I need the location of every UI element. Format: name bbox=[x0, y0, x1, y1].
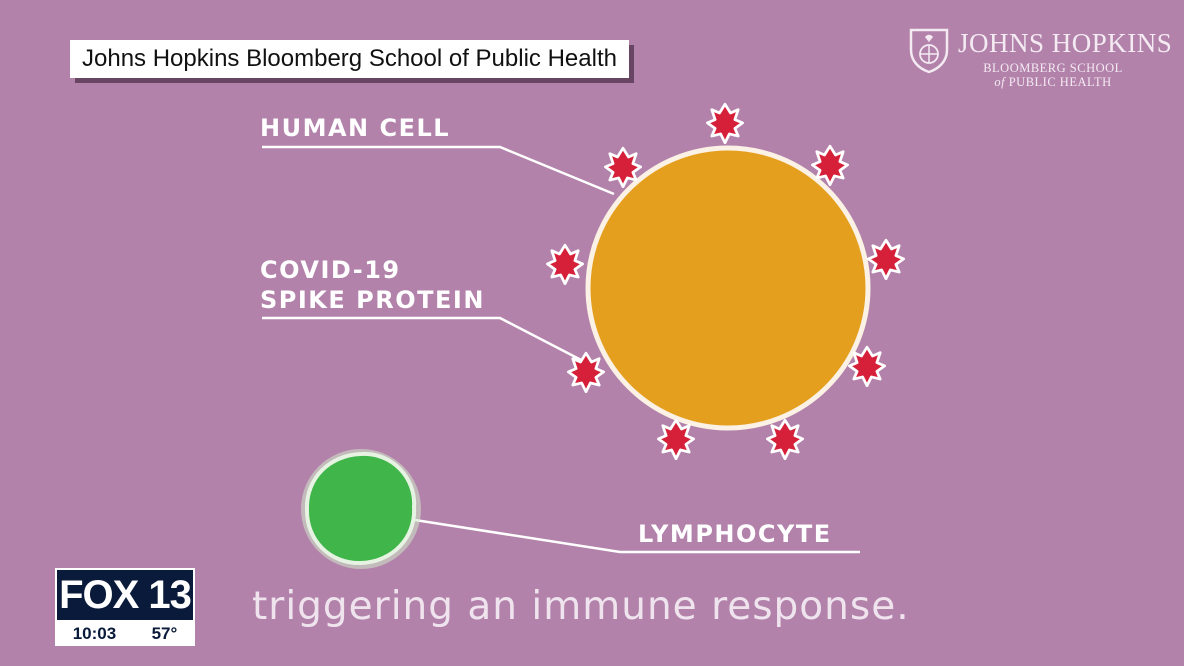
caption: triggering an immune response. bbox=[252, 584, 910, 629]
spike-protein bbox=[604, 146, 642, 189]
label-spike-line1: COVID-19 bbox=[260, 256, 401, 284]
station-bug: FOX 13 10:03 57° bbox=[55, 568, 195, 646]
logo-school-public-health: PUBLIC HEALTH bbox=[1005, 75, 1112, 89]
logo-school-line1: BLOOMBERG SCHOOL bbox=[983, 61, 1123, 75]
spike-protein bbox=[867, 238, 905, 281]
human-cell-leader-line bbox=[262, 145, 615, 196]
label-spike-line2: SPIKE PROTEIN bbox=[260, 286, 485, 314]
temperature: 57° bbox=[151, 624, 178, 643]
human-cell bbox=[585, 145, 871, 431]
station-logo: FOX 13 bbox=[55, 568, 195, 622]
logo-school-of: of bbox=[994, 75, 1006, 89]
lymphocyte-leader-line bbox=[414, 518, 860, 554]
time-temperature-bar: 10:03 57° bbox=[55, 622, 195, 646]
logo-school-line2: of PUBLIC HEALTH bbox=[978, 75, 1128, 89]
source-banner: Johns Hopkins Bloomberg School of Public… bbox=[70, 40, 629, 78]
spike-protein-leader-line bbox=[262, 316, 586, 364]
logo-school: BLOOMBERG SCHOOL of PUBLIC HEALTH bbox=[978, 61, 1128, 89]
spike-protein bbox=[657, 418, 695, 461]
clock-time: 10:03 bbox=[72, 624, 117, 643]
label-human-cell: HUMAN CELL bbox=[260, 114, 451, 142]
lymphocyte bbox=[304, 451, 417, 566]
spike-protein bbox=[766, 418, 804, 461]
spike-protein bbox=[567, 351, 605, 394]
spike-protein bbox=[546, 243, 584, 286]
label-lymphocyte: LYMPHOCYTE bbox=[638, 520, 832, 548]
logo-name: JOHNS HOPKINS bbox=[958, 28, 1173, 58]
johns-hopkins-logo: JOHNS HOPKINS BLOOMBERG SCHOOL of PUBLIC… bbox=[908, 26, 1172, 96]
shield-emblem-icon bbox=[909, 28, 949, 74]
spike-protein bbox=[811, 144, 849, 187]
spike-protein bbox=[848, 345, 886, 388]
spike-protein bbox=[706, 102, 744, 145]
